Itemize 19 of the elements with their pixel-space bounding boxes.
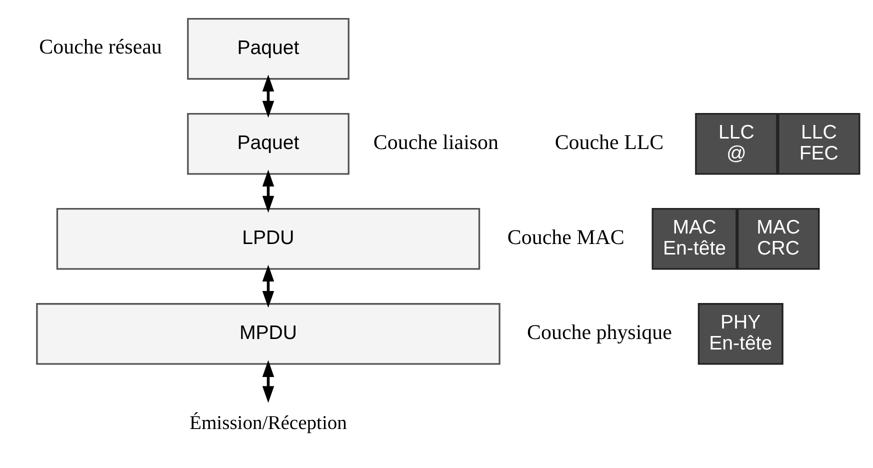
- node-box: LLC @: [694, 112, 778, 175]
- label: Couche MAC: [506, 224, 624, 249]
- node-text: Émission/Réception: [189, 413, 346, 434]
- node-box: MPDU: [36, 303, 500, 365]
- arrow: [262, 74, 274, 118]
- node-box: PHY En-tête: [697, 303, 783, 365]
- node-box: Paquet: [186, 18, 349, 80]
- label: Couche réseau: [38, 34, 162, 59]
- node-box: Paquet: [186, 112, 349, 175]
- label: Couche physique: [526, 320, 672, 344]
- node-box: MAC CRC: [736, 208, 820, 270]
- label: Couche LLC: [554, 130, 664, 154]
- arrow: [262, 170, 274, 213]
- label: Couche liaison: [372, 130, 498, 154]
- node-box: LPDU: [56, 208, 480, 270]
- node-box: MAC En-tête: [651, 208, 737, 270]
- arrow: [262, 264, 274, 308]
- node-box: LLC FEC: [777, 112, 860, 175]
- arrow: [262, 360, 274, 403]
